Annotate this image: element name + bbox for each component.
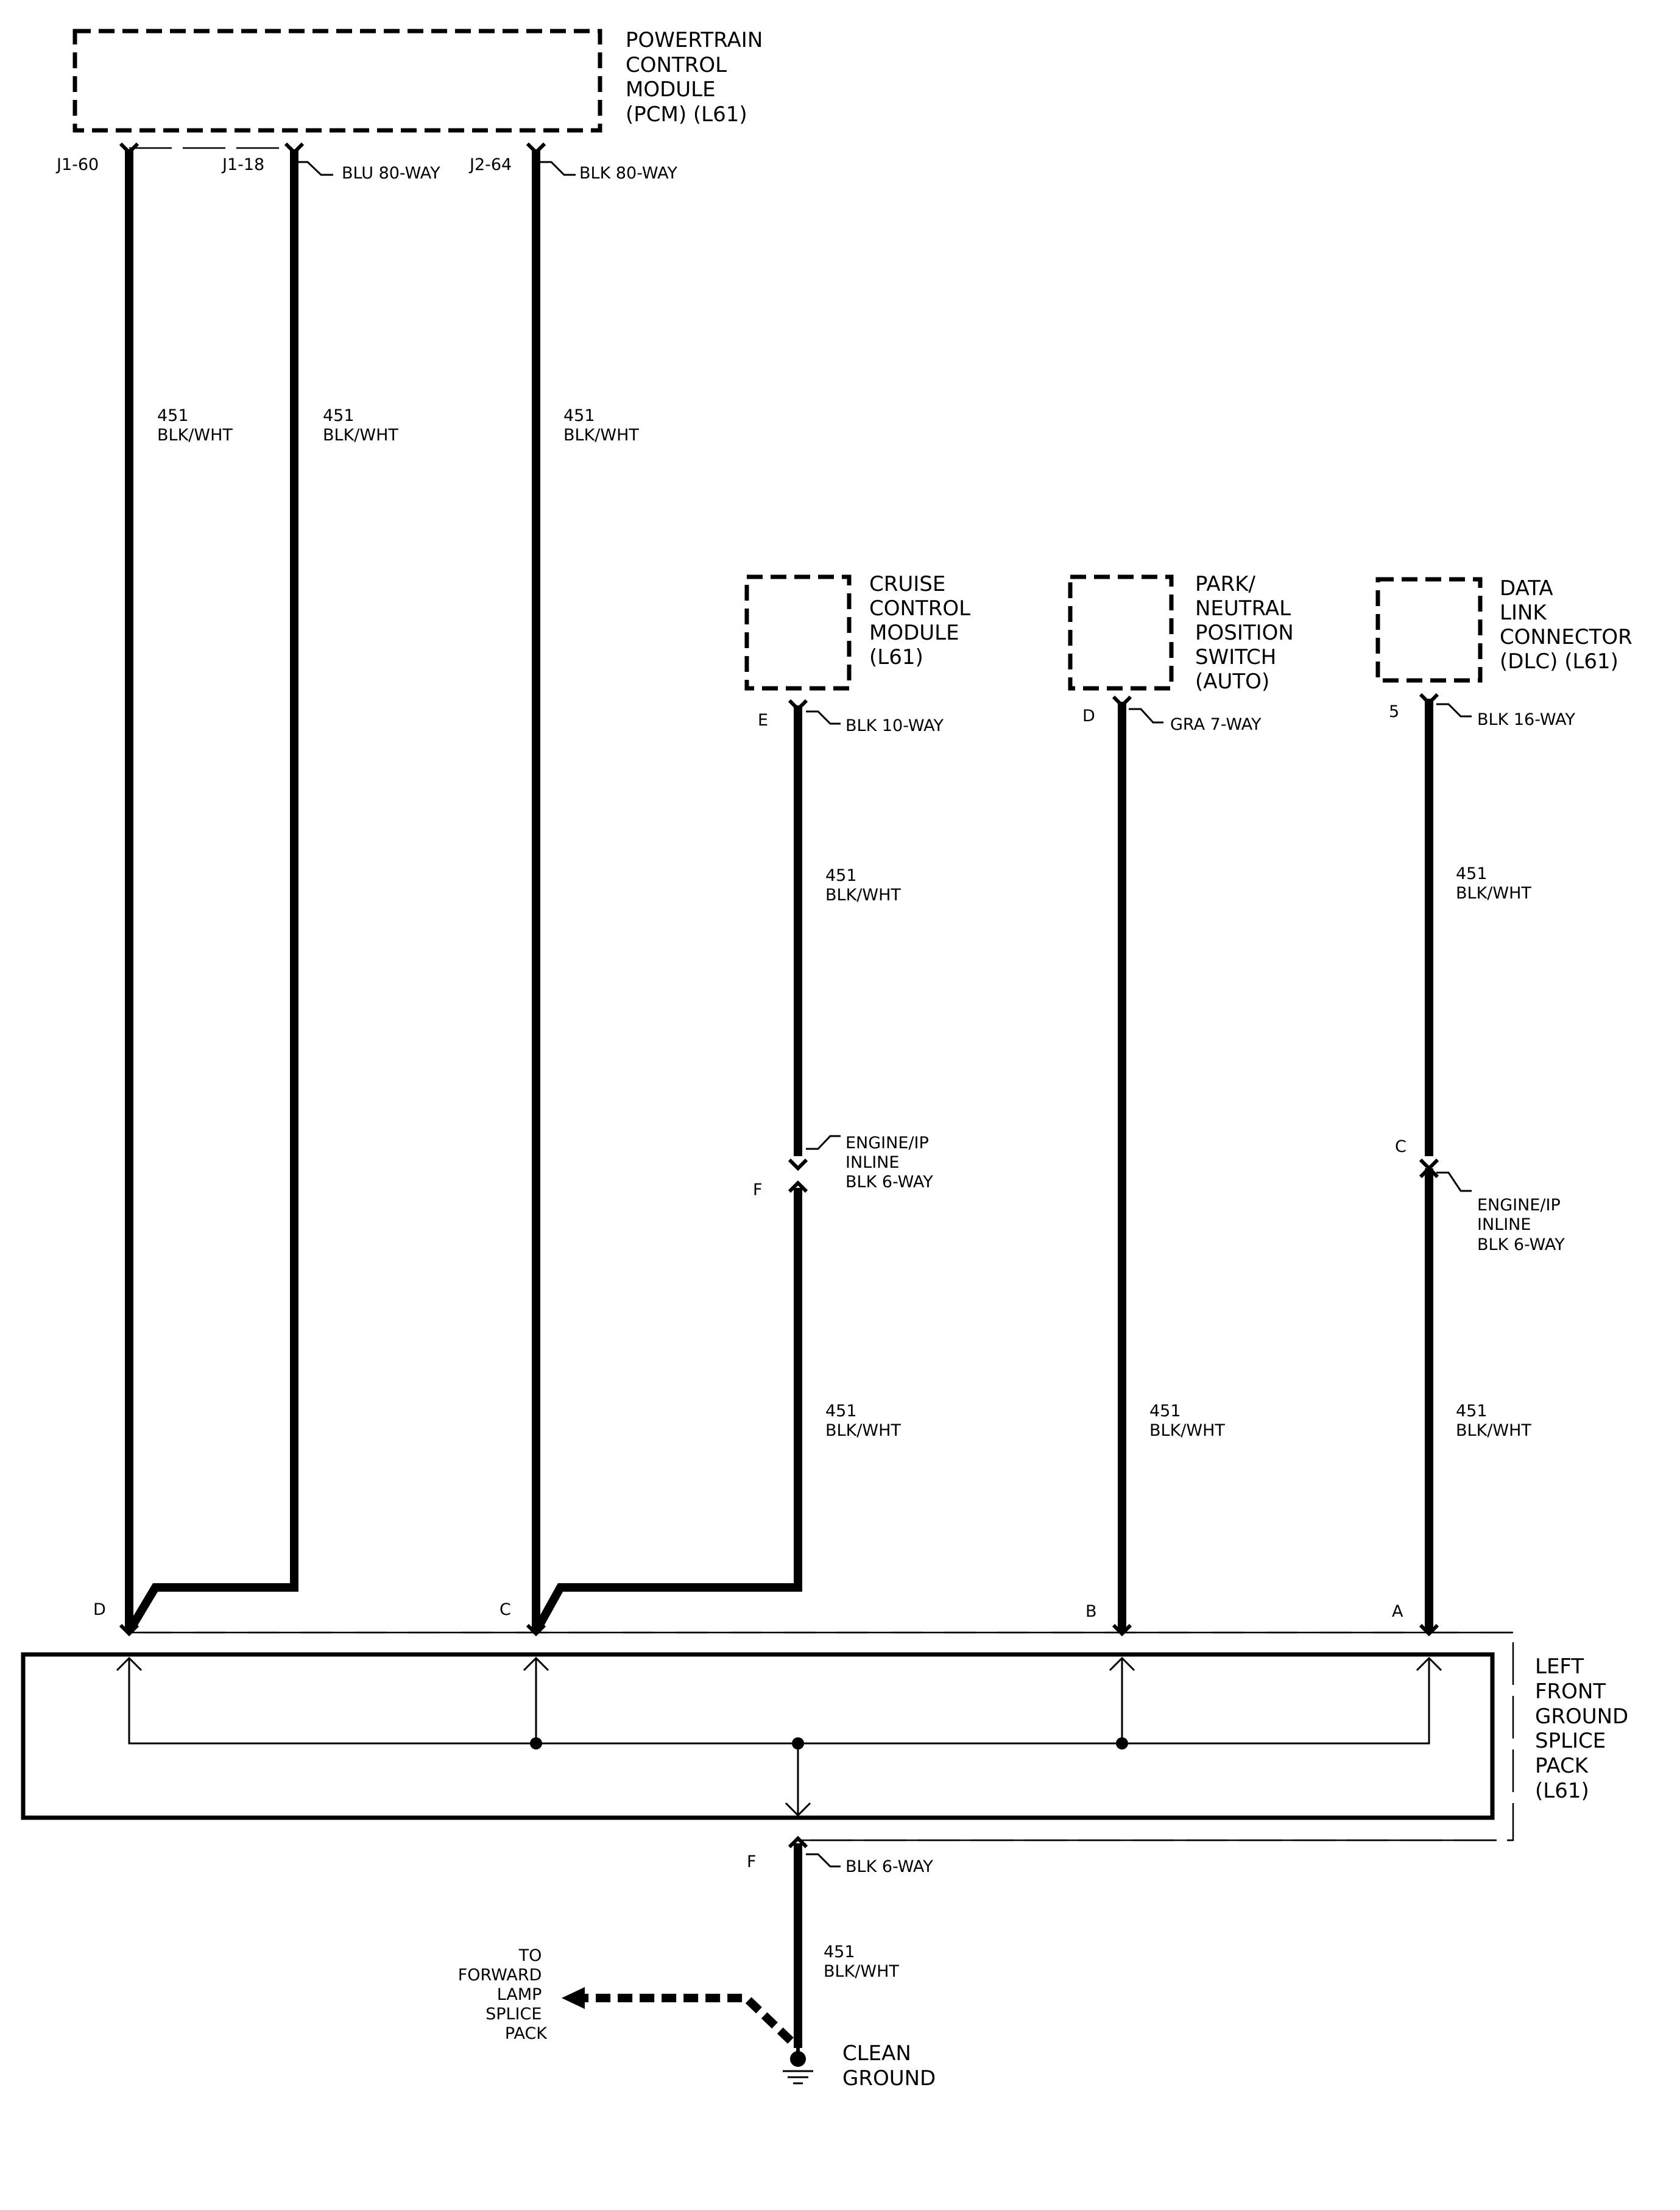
splice-pack-label: LEFT FRONT GROUND SPLICE PACK (L61) — [1535, 1654, 1635, 1803]
callout-j1: BLU 80-WAY — [295, 161, 440, 183]
forward-lamp-arrow-icon — [562, 1987, 794, 2044]
splice-pack-box — [21, 1652, 1495, 1820]
pin-splice-d: D — [93, 1600, 106, 1619]
pcm-label: POWERTRAIN CONTROL MODULE (PCM) (L61) — [626, 28, 769, 127]
cruise-control-module-box — [744, 574, 852, 691]
pin-inline-c: C — [1395, 1137, 1406, 1156]
svg-text:ENGINE/IP INLINE B: ENGINE/IP INLINE BLK 6-WAY — [845, 1134, 934, 1191]
pcm-box — [72, 29, 602, 133]
park-neutral-switch-label: PARK/ NEUTRAL POSITION SWITCH (AUTO) — [1195, 572, 1301, 694]
clean-ground-label: CLEAN GROUND — [842, 2041, 936, 2091]
pin-inline-f: F — [753, 1181, 763, 1199]
pin-pnp-d: D — [1082, 707, 1095, 725]
pin-j2-64: J2-64 — [468, 155, 512, 174]
svg-text:BLK 80-WAY: BLK 80-WAY — [579, 164, 677, 183]
wire-j1-18 — [125, 149, 298, 1634]
callout-cruise: BLK 10-WAY — [806, 710, 944, 735]
svg-text:BLK 16-WAY: BLK 16-WAY — [1477, 710, 1575, 729]
callout-dlc: BLK 16-WAY — [1436, 703, 1575, 729]
splice-nodes — [530, 1737, 1128, 1749]
svg-text:BLU 80-WAY: BLU 80-WAY — [342, 164, 440, 183]
forward-lamp-splice-label: TO FORWARD LAMP SPLICE PACK — [458, 1946, 548, 2043]
pin-splice-a: A — [1392, 1602, 1403, 1621]
callout-inline-cruise: ENGINE/IP INLINE BLK 6-WAY — [806, 1134, 934, 1191]
pin-j1-18: J1-18 — [221, 155, 264, 174]
ground-icon — [783, 2048, 813, 2085]
terminal-marks — [119, 142, 1439, 1849]
pin-cruise-e: E — [758, 711, 768, 730]
splice-pack-outline-dashed — [129, 1631, 1514, 1841]
pin-splice-c: C — [499, 1600, 511, 1619]
callout-j2: BLK 80-WAY — [539, 161, 677, 183]
svg-text:GRA 7-WAY: GRA 7-WAY — [1170, 715, 1262, 734]
splice-bus — [116, 1656, 1442, 1817]
dlc-box — [1375, 577, 1483, 683]
callout-inline-dlc: ENGINE/IP INLINE BLK 6-WAY — [1436, 1171, 1565, 1254]
park-neutral-switch-box — [1068, 574, 1174, 691]
dlc-label: DATA LINK CONNECTOR (DLC) (L61) — [1500, 576, 1639, 674]
wire-cruise-lower — [532, 1188, 802, 1634]
svg-text:BLK 6-WAY: BLK 6-WAY — [845, 1857, 933, 1876]
pin-splice-b: B — [1085, 1602, 1097, 1621]
svg-text:ENGINE/IP INLINE B: ENGINE/IP INLINE BLK 6-WAY — [1477, 1196, 1565, 1254]
svg-text:BLK 10-WAY: BLK 10-WAY — [845, 716, 944, 735]
callout-splice-out: BLK 6-WAY — [806, 1853, 933, 1876]
pin-splice-f: F — [747, 1852, 757, 1871]
pin-j1-60: J1-60 — [55, 155, 99, 174]
callout-pnp: GRA 7-WAY — [1129, 708, 1262, 734]
cruise-control-module-label: CRUISE CONTROL MODULE (L61) — [869, 572, 977, 669]
pin-dlc-5: 5 — [1389, 702, 1399, 721]
